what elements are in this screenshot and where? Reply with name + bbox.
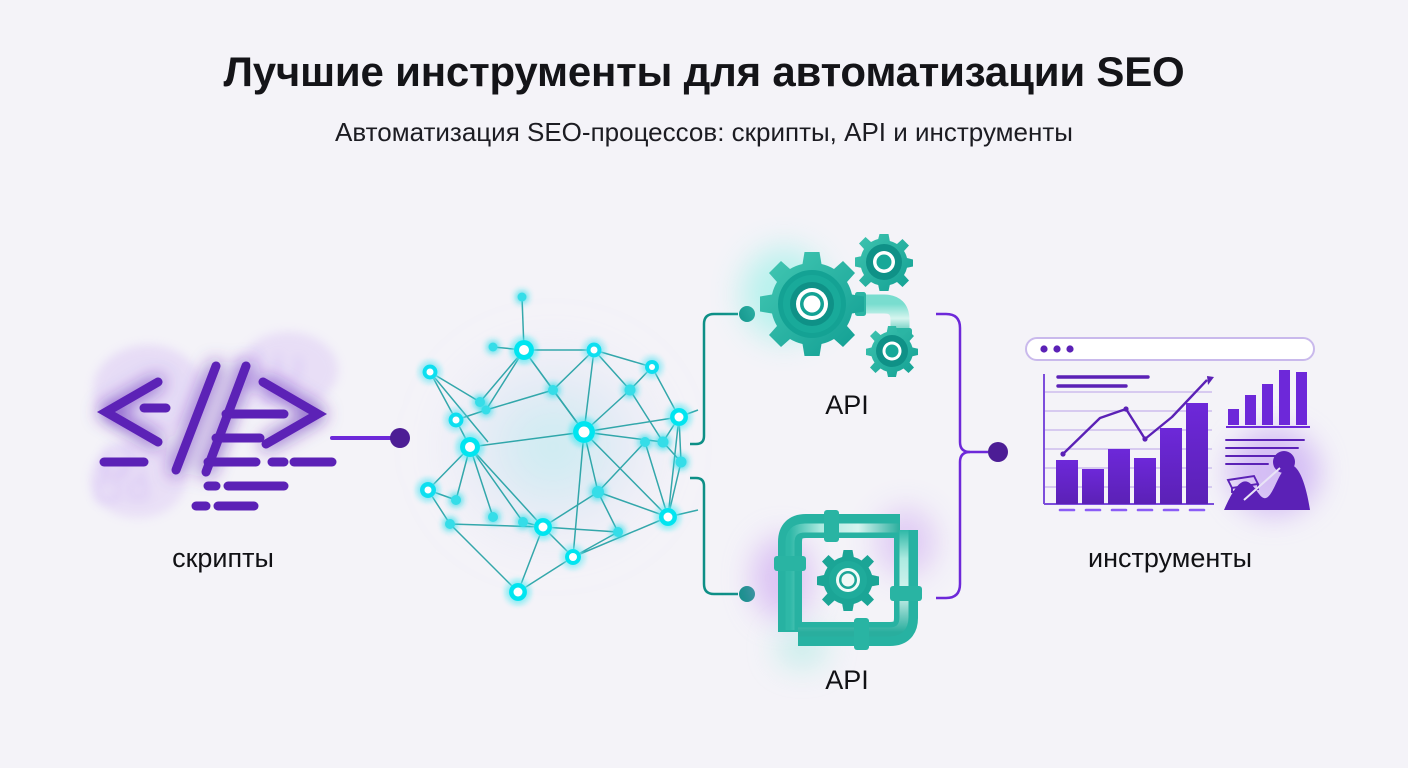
mini-area-chart <box>1224 451 1310 510</box>
gears-pipe-icon <box>742 232 942 382</box>
trend-line <box>1060 376 1214 457</box>
api-gears-label: API <box>825 390 869 420</box>
page-title: Лучшие инструменты для автоматизации SEO <box>223 48 1185 95</box>
main-bar-chart <box>1056 403 1208 504</box>
connector-apis-to-tools <box>936 300 1016 612</box>
mini-bar-chart <box>1228 370 1307 425</box>
pipe-loop-gear-icon <box>752 500 938 668</box>
tools-label: инструменты <box>1087 543 1253 573</box>
scripts-label: скрипты <box>172 543 274 573</box>
dashboard-charts-icon <box>1022 332 1320 532</box>
page-subtitle: Автоматизация SEO-процессов: скрипты, AP… <box>335 117 1073 147</box>
browser-bar <box>1025 337 1315 361</box>
api-pipes-label: API <box>825 665 869 695</box>
neural-network-icon <box>398 282 708 612</box>
connector-scripts-to-network <box>330 418 420 458</box>
code-brackets-icon <box>88 330 358 530</box>
text-lines <box>1225 439 1305 465</box>
